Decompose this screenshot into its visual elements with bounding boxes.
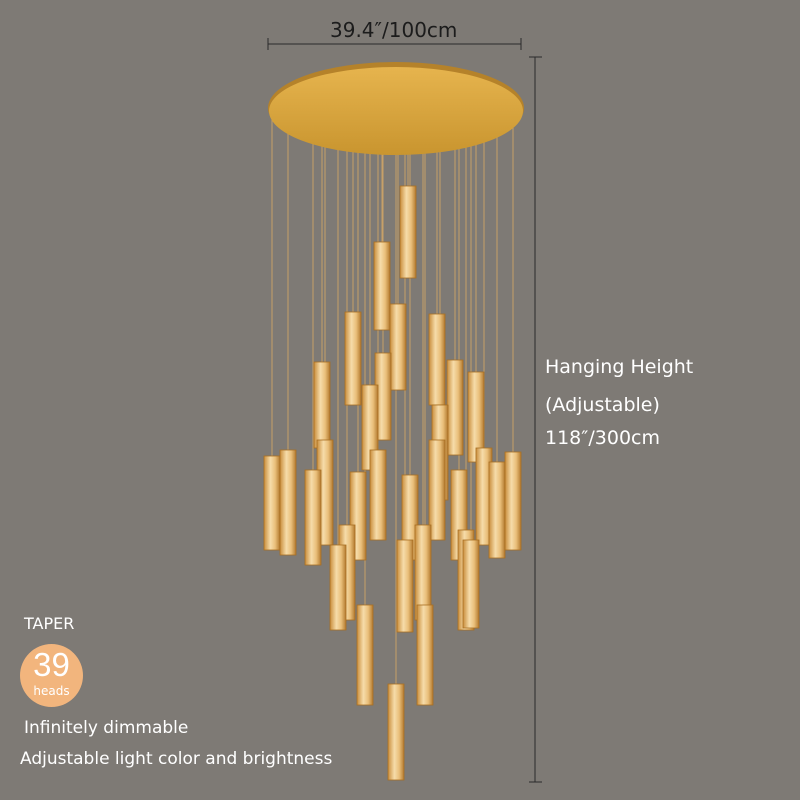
crystal-pendant [304, 469, 322, 566]
crystal-pendant [446, 359, 464, 456]
crystal-pendant [373, 241, 391, 331]
crystal-pendant [396, 539, 414, 633]
heads-count: 39 [33, 646, 70, 683]
height-dimension-line [529, 56, 542, 783]
crystal-pendant [329, 544, 347, 631]
crystal-pendant [313, 361, 331, 449]
canopy [268, 62, 524, 155]
heads-unit: heads [33, 684, 70, 698]
crystal-pendant [416, 604, 434, 706]
crystal-pendant [389, 303, 407, 391]
feature-dimmable: Infinitely dimmable [24, 718, 189, 738]
hanging-height-label: Hanging Height [545, 356, 694, 378]
crystal-pendant [428, 313, 446, 406]
heads-count-badge: 39 heads [20, 644, 83, 707]
crystal-pendant [428, 439, 446, 541]
adjustable-label: (Adjustable) [545, 394, 660, 416]
hanging-height-value: 118″/300cm [545, 427, 660, 449]
crystal-pendant [344, 311, 362, 406]
crystal-pendant [488, 461, 506, 559]
crystal-pendant [462, 539, 480, 629]
crystal-pendant [356, 604, 374, 706]
crystal-pendant [263, 455, 281, 551]
feature-adjustable-color: Adjustable light color and brightness [20, 749, 333, 769]
crystal-pendants [263, 185, 522, 781]
crystal-pendant [369, 449, 387, 541]
product-name: TAPER [24, 614, 75, 633]
crystal-pendant [504, 451, 522, 551]
width-dimension-label: 39.4″/100cm [330, 18, 458, 42]
crystal-pendant [399, 185, 417, 279]
crystal-pendant [279, 449, 297, 556]
width-dimension-line [267, 38, 522, 50]
crystal-pendant [387, 683, 405, 781]
